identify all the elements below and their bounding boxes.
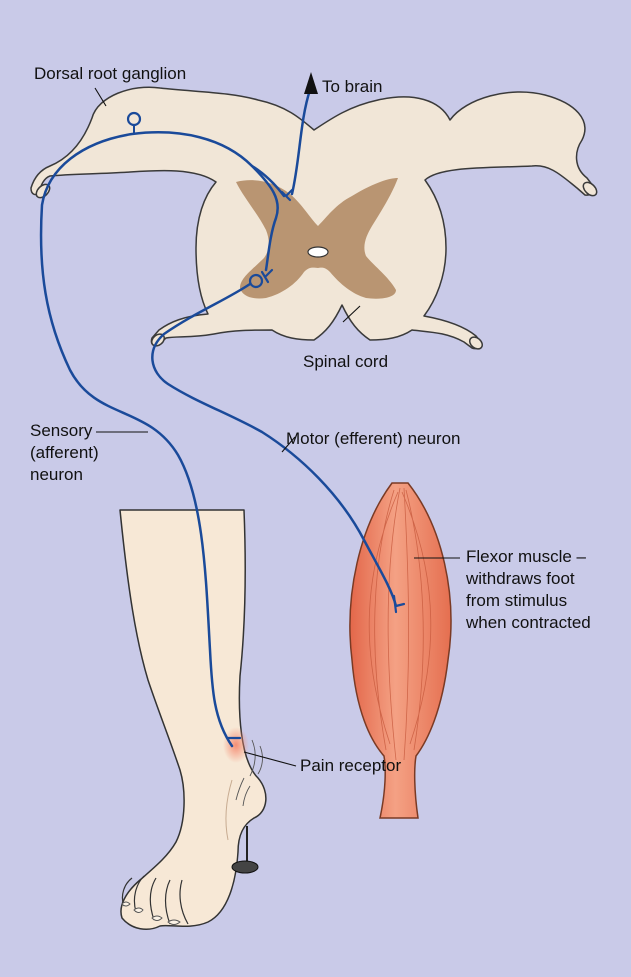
label-flexor-line-2: withdraws foot — [466, 568, 591, 590]
dorsal-root-ganglion-cell — [128, 113, 140, 125]
label-dorsal-root-ganglion: Dorsal root ganglion — [34, 63, 186, 85]
label-flexor-line-4: when contracted — [466, 612, 591, 634]
pin-head — [232, 861, 258, 873]
label-sensory-line-2: (afferent) — [30, 442, 99, 464]
label-flexor-line-1: Flexor muscle – — [466, 546, 591, 568]
pain-highlight — [223, 727, 249, 763]
label-sensory-neuron: Sensory (afferent) neuron — [30, 420, 99, 486]
label-flexor-muscle: Flexor muscle – withdraws foot from stim… — [466, 546, 591, 634]
label-pain-receptor: Pain receptor — [300, 755, 401, 777]
central-canal — [308, 247, 328, 257]
label-spinal-cord: Spinal cord — [303, 351, 388, 373]
label-sensory-line-3: neuron — [30, 464, 99, 486]
label-to-brain: To brain — [322, 76, 382, 98]
label-flexor-line-3: from stimulus — [466, 590, 591, 612]
label-sensory-line-1: Sensory — [30, 420, 99, 442]
label-motor-neuron: Motor (efferent) neuron — [286, 428, 461, 450]
